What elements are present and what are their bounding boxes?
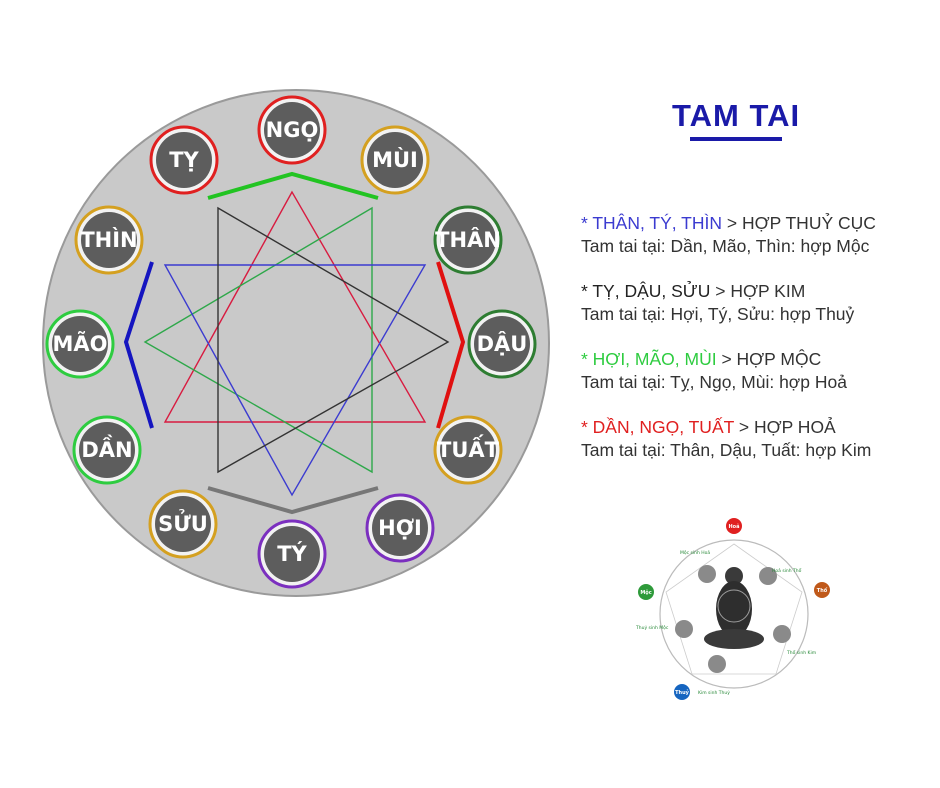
tam-tai-wheel-diagram: NGỌ MÙI THÂN DẬU TUẤT HỢI TÝ SỬU DẦN MÃO THÌN TỴ	[42, 89, 550, 597]
mini-label: Thuỷ sinh Mộc	[635, 624, 669, 631]
node-disc	[79, 422, 135, 478]
branch-node-0: NGỌ	[257, 95, 327, 165]
node-disc	[474, 316, 530, 372]
photo-icon	[708, 655, 726, 673]
node-disc	[440, 422, 496, 478]
node-label: THÌN	[80, 227, 137, 252]
group-line1: * TỴ, DẬU, SỬU > HỢP KIM	[581, 280, 937, 303]
branch-nodes: NGỌ MÙI THÂN DẬU TUẤT HỢI TÝ SỬU DẦN MÃO THÌN TỴ	[45, 95, 537, 589]
node-disc	[155, 496, 211, 552]
group-rest: > HỢP KIM	[710, 281, 806, 301]
element-node-3: Mộc	[638, 584, 654, 600]
title-underline	[690, 137, 782, 141]
group-line1: * THÂN, TÝ, THÌN > HỢP THUỶ CỤC	[581, 212, 937, 235]
mini-label: Thổ sinh Kim	[786, 649, 816, 656]
group-moc: * HỢI, MÃO, MÙI > HỢP MỘC Tam tai tại: T…	[581, 348, 937, 394]
node-label: MÃO	[52, 331, 107, 356]
photo-icon	[759, 567, 777, 585]
photo-icon	[698, 565, 716, 583]
node-label: DẦN	[81, 434, 132, 462]
node-label: NGỌ	[266, 118, 319, 142]
group-rest: > HỢP HOẢ	[734, 417, 836, 437]
svg-text:Thuỷ: Thuỷ	[675, 689, 690, 696]
bracket-2	[207, 486, 379, 515]
bracket-1	[436, 261, 466, 429]
element-node-2: Thuỷ	[674, 684, 690, 700]
wheel-disc	[42, 89, 550, 597]
mini-label: Kim sinh Thuỷ	[698, 689, 730, 696]
branch-node-1: MÙI	[360, 125, 430, 195]
svg-text:Thổ: Thổ	[817, 587, 828, 594]
group-line2: Tam tai tại: Tỵ, Ngọ, Mùi: hợp Hoả	[581, 372, 847, 392]
triangle-3	[217, 206, 450, 474]
svg-text:Hoả: Hoả	[729, 523, 740, 530]
mini-label: Mộc sinh Hoả	[680, 549, 710, 556]
node-label: TÝ	[277, 541, 307, 566]
bracket-3	[123, 261, 154, 429]
node-disc	[372, 500, 428, 556]
group-rest: > HỢP MỘC	[716, 349, 822, 369]
node-label: THÂN	[435, 227, 501, 252]
mini-label: Hoả sinh Thổ	[772, 567, 802, 574]
branch-node-5: HỢI	[365, 493, 435, 563]
group-head: * TỴ, DẬU, SỬU	[581, 281, 711, 301]
photo-icon	[675, 620, 693, 638]
svg-text:Mộc: Mộc	[640, 589, 651, 596]
branch-node-8: DẦN	[72, 415, 142, 485]
node-label: TUẤT	[437, 434, 500, 462]
triangle-0	[163, 190, 427, 423]
group-line2: Tam tai tại: Thân, Dậu, Tuất: hợp Kim	[581, 440, 872, 460]
group-line2: Tam tai tại: Dần, Mão, Thìn: hợp Mộc	[581, 236, 870, 256]
group-brackets	[123, 171, 466, 515]
group-line2: Tam tai tại: Hợi, Tý, Sửu: hợp Thuỷ	[581, 304, 855, 324]
group-line1: * HỢI, MÃO, MÙI > HỢP MỘC	[581, 348, 937, 371]
group-line1: * DẦN, NGỌ, TUẤT > HỢP HOẢ	[581, 416, 937, 439]
branch-node-11: TỴ	[149, 125, 219, 195]
group-head: * HỢI, MÃO, MÙI	[581, 349, 717, 369]
photo-icon	[773, 625, 791, 643]
group-head: * THÂN, TÝ, THÌN	[581, 213, 722, 233]
node-disc	[156, 132, 212, 188]
harmony-groups: * THÂN, TÝ, THÌN > HỢP THUỶ CỤC Tam tai …	[581, 212, 937, 484]
node-disc	[264, 526, 320, 582]
node-label: TỴ	[169, 148, 199, 172]
branch-node-3: DẬU	[467, 309, 537, 379]
node-disc	[440, 212, 496, 268]
star-triangles	[143, 190, 450, 497]
node-disc	[264, 102, 320, 158]
node-disc	[81, 212, 137, 268]
branch-node-4: TUẤT	[433, 415, 503, 485]
group-hoa: * DẦN, NGỌ, TUẤT > HỢP HOẢ Tam tai tại: …	[581, 416, 937, 462]
node-label: MÙI	[372, 147, 418, 172]
node-disc	[52, 316, 108, 372]
bracket-0	[207, 171, 379, 200]
branch-node-2: THÂN	[433, 205, 503, 275]
triangle-1	[143, 206, 373, 474]
seated-figure-icon	[704, 567, 764, 649]
branch-node-9: MÃO	[45, 309, 115, 379]
diagram-title: TAM TAI	[672, 98, 801, 133]
branch-node-10: THÌN	[74, 205, 144, 275]
group-kim: * TỴ, DẬU, SỬU > HỢP KIM Tam tai tại: Hợ…	[581, 280, 937, 326]
node-label: HỢI	[378, 516, 422, 540]
branch-node-7: SỬU	[148, 489, 218, 559]
node-disc	[367, 132, 423, 188]
element-node-0: Hoả	[726, 518, 742, 534]
node-label: SỬU	[158, 509, 208, 536]
branch-node-6: TÝ	[257, 519, 327, 589]
element-node-1: Thổ	[814, 582, 830, 598]
group-thuy: * THÂN, TÝ, THÌN > HỢP THUỶ CỤC Tam tai …	[581, 212, 937, 258]
triangle-2	[163, 264, 427, 497]
group-head: * DẦN, NGỌ, TUẤT	[581, 417, 734, 437]
group-rest: > HỢP THUỶ CỤC	[722, 213, 876, 233]
node-label: DẬU	[477, 330, 528, 356]
